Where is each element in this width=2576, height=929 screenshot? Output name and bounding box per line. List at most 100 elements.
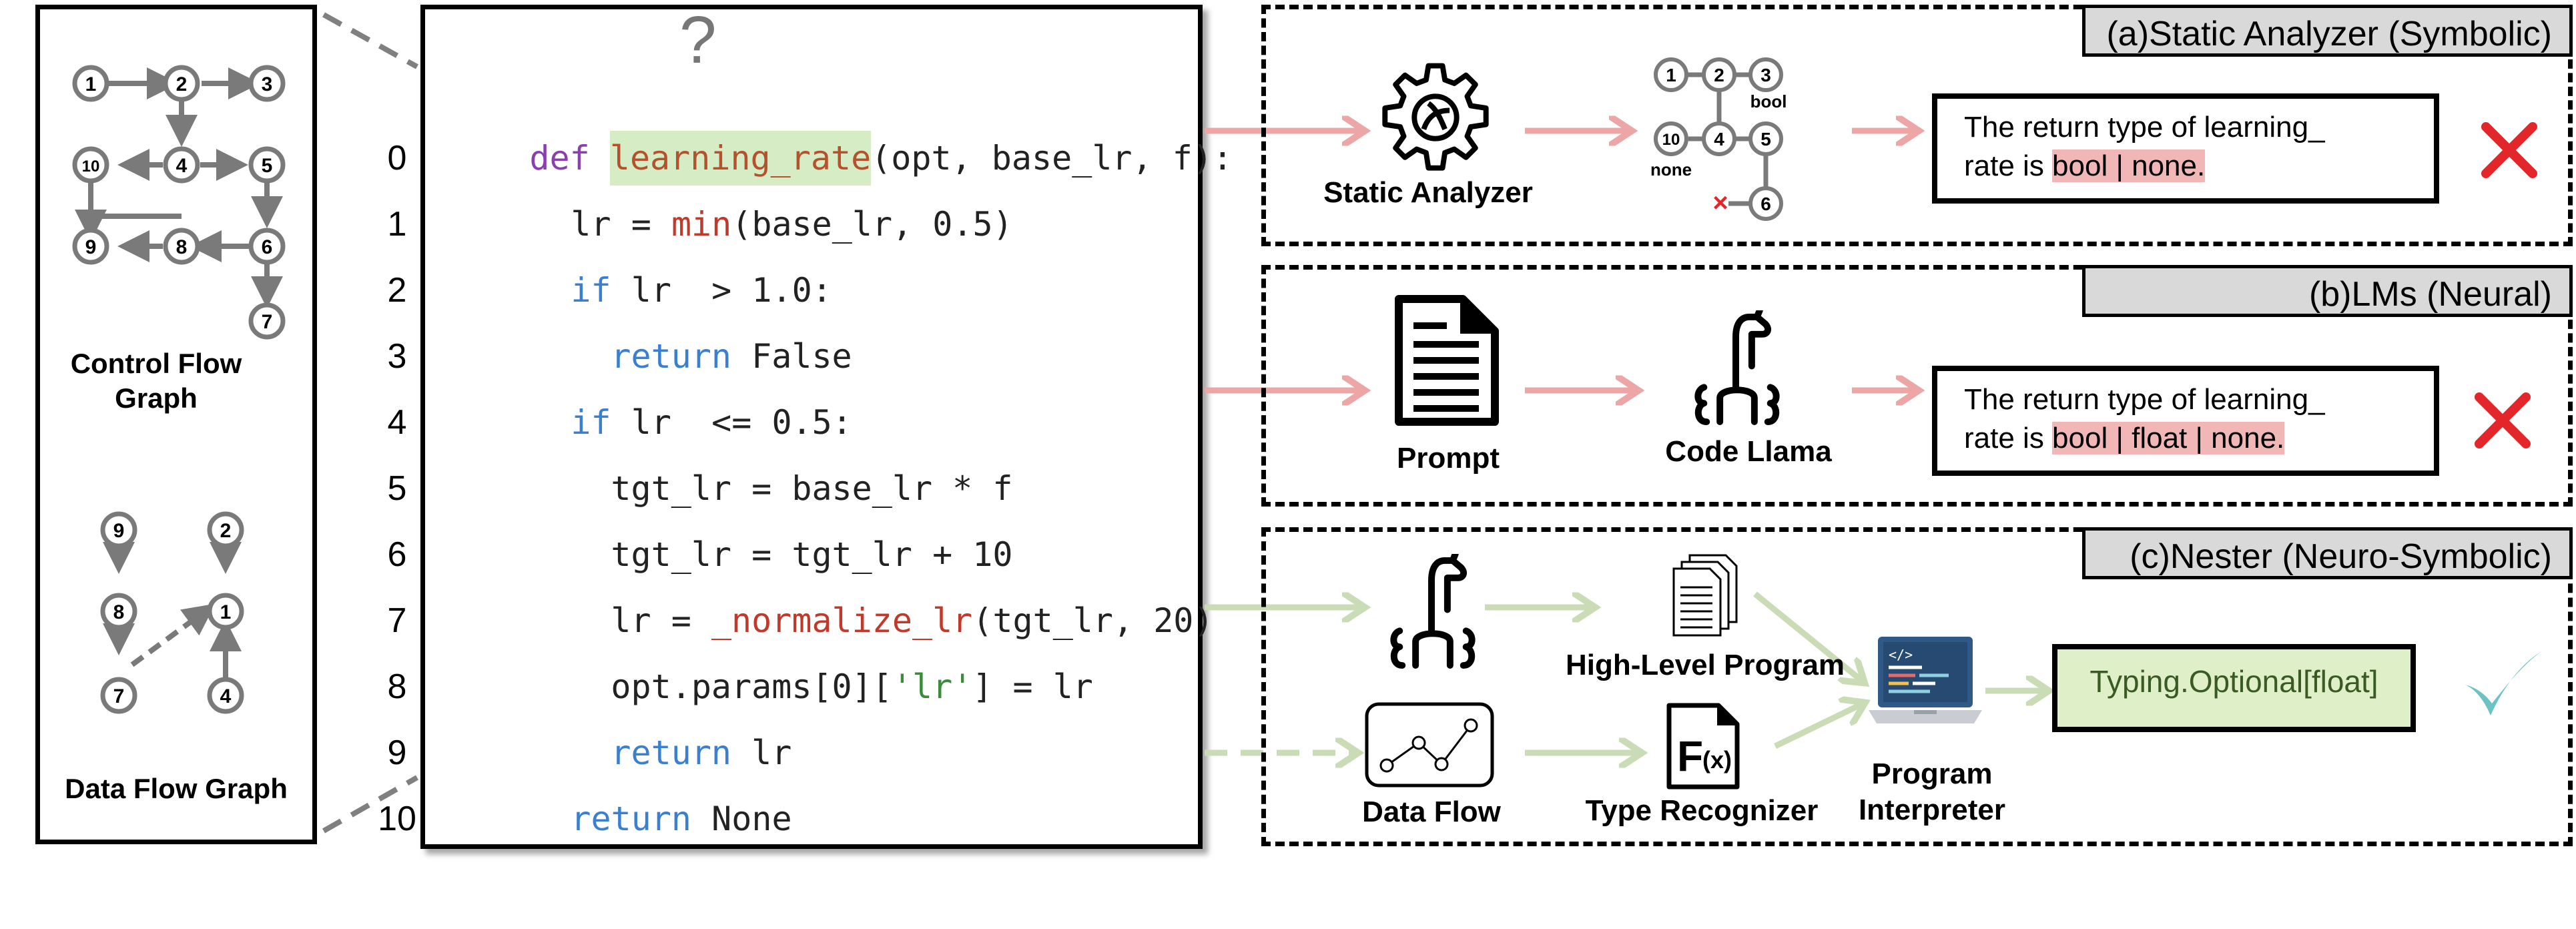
section-c-label: (c)Nester (Neuro-Symbolic) [2082, 527, 2573, 579]
data-flow-icon [1365, 702, 1494, 788]
control-flow-graph: 1 2 3 10 4 5 9 8 6 7 [72, 65, 286, 340]
dfg-node: 8 [100, 593, 137, 630]
svg-text:4: 4 [176, 155, 188, 177]
question-mark: ? [679, 3, 717, 77]
cfg-node: 7 [248, 302, 286, 340]
dfg-node: 4 [207, 677, 244, 714]
check-icon [2465, 651, 2541, 715]
line-number: 7 [387, 601, 407, 640]
document-icon [1395, 295, 1499, 426]
program-interpreter-caption: Program Interpreter [1858, 757, 2006, 826]
result-b-type: bool | float | none. [2052, 422, 2285, 454]
cfg-node: 4 [163, 146, 200, 184]
gear-icon [1382, 63, 1489, 171]
cross-icon [2475, 392, 2531, 448]
svg-text:9: 9 [85, 236, 97, 258]
analyzer-node: 2 [1702, 57, 1736, 92]
bool-tag: bool [1750, 91, 1787, 111]
svg-text:2: 2 [1714, 65, 1724, 85]
line-number: 2 [387, 271, 407, 310]
svg-text:2: 2 [176, 73, 188, 95]
analyzer-node: 10 [1654, 121, 1688, 156]
cfg-node: 9 [72, 228, 109, 265]
dfg-node: 2 [207, 511, 244, 549]
zoom-connectors [322, 12, 418, 834]
laptop-icon: </> [1869, 637, 1982, 723]
svg-text:</>: </> [1889, 647, 1913, 663]
llama-icon [1390, 554, 1476, 669]
result-a: The return type of learning_ rate is boo… [1932, 93, 2439, 204]
svg-text:(x): (x) [1702, 746, 1732, 773]
svg-text:7: 7 [113, 685, 125, 707]
result-c: Typing.Optional[float] [2052, 644, 2416, 732]
data-flow-graph: 9 2 8 1 7 4 [100, 511, 244, 714]
prompt-caption: Prompt [1397, 442, 1500, 475]
analyzer-node: 3 [1748, 57, 1783, 92]
line-number: 0 [387, 139, 407, 178]
analyzer-graph: 1 2 3 10 4 5 6 bool none × [1650, 57, 1787, 221]
section-nester: (c)Nester (Neuro-Symbolic) [1261, 527, 2573, 846]
svg-text:6: 6 [1760, 194, 1771, 214]
cross-tag: × [1712, 188, 1728, 218]
static-analyzer-caption: Static Analyzer [1323, 176, 1533, 209]
dfg-node: 1 [207, 593, 244, 630]
svg-text:10: 10 [82, 158, 100, 176]
section-a-label: (a)Static Analyzer (Symbolic) [2082, 5, 2573, 57]
svg-text:9: 9 [113, 520, 125, 542]
cfg-node: 2 [163, 65, 200, 102]
cfg-node: 5 [248, 146, 286, 184]
line-number: 3 [387, 337, 407, 376]
dfg-node: 7 [100, 677, 137, 714]
svg-text:2: 2 [220, 520, 232, 542]
svg-text:6: 6 [262, 236, 273, 258]
svg-text:F: F [1677, 732, 1703, 780]
section-static-analyzer: (a)Static Analyzer (Symbolic) [1261, 5, 2573, 246]
analyzer-node: 5 [1748, 121, 1783, 156]
result-a-type: bool | none. [2052, 149, 2206, 182]
cfg-node: 3 [248, 65, 286, 102]
code-llama-caption: Code Llama [1665, 435, 1832, 468]
svg-text:8: 8 [176, 236, 188, 258]
cfg-node: 6 [248, 228, 286, 265]
analyzer-node: 1 [1654, 57, 1688, 92]
svg-text:7: 7 [262, 311, 273, 333]
result-b: The return type of learning_ rate is boo… [1932, 366, 2439, 476]
line-number: 4 [387, 403, 407, 442]
function-icon: F (x) [1666, 703, 1740, 790]
none-tag: none [1650, 160, 1692, 180]
svg-text:8: 8 [113, 601, 125, 623]
line-number: 1 [387, 205, 407, 244]
svg-text:4: 4 [220, 685, 232, 707]
cfg-node: 8 [163, 228, 200, 265]
cfg-title: Control Flow Graph [70, 348, 242, 414]
dfg-title: Data Flow Graph [65, 773, 288, 804]
cfg-node: 10 [72, 146, 109, 184]
svg-text:1: 1 [220, 601, 232, 623]
svg-text:1: 1 [85, 73, 97, 95]
analyzer-node: 4 [1702, 121, 1736, 156]
section-b-label: (b)LMs (Neural) [2082, 265, 2573, 317]
svg-text:1: 1 [1666, 65, 1676, 85]
graph-panel: 1 2 3 10 4 5 9 8 6 7 Control Flow Graph … [35, 5, 317, 844]
line-number: 6 [387, 535, 407, 574]
section-lms: (b)LMs (Neural) [1261, 265, 2573, 507]
cross-icon [2481, 122, 2537, 178]
line-number: 9 [387, 733, 407, 772]
svg-text:5: 5 [262, 155, 273, 177]
svg-text:3: 3 [262, 73, 273, 95]
svg-text:4: 4 [1714, 129, 1724, 149]
data-flow-caption: Data Flow [1362, 796, 1501, 828]
llama-icon [1694, 310, 1780, 426]
